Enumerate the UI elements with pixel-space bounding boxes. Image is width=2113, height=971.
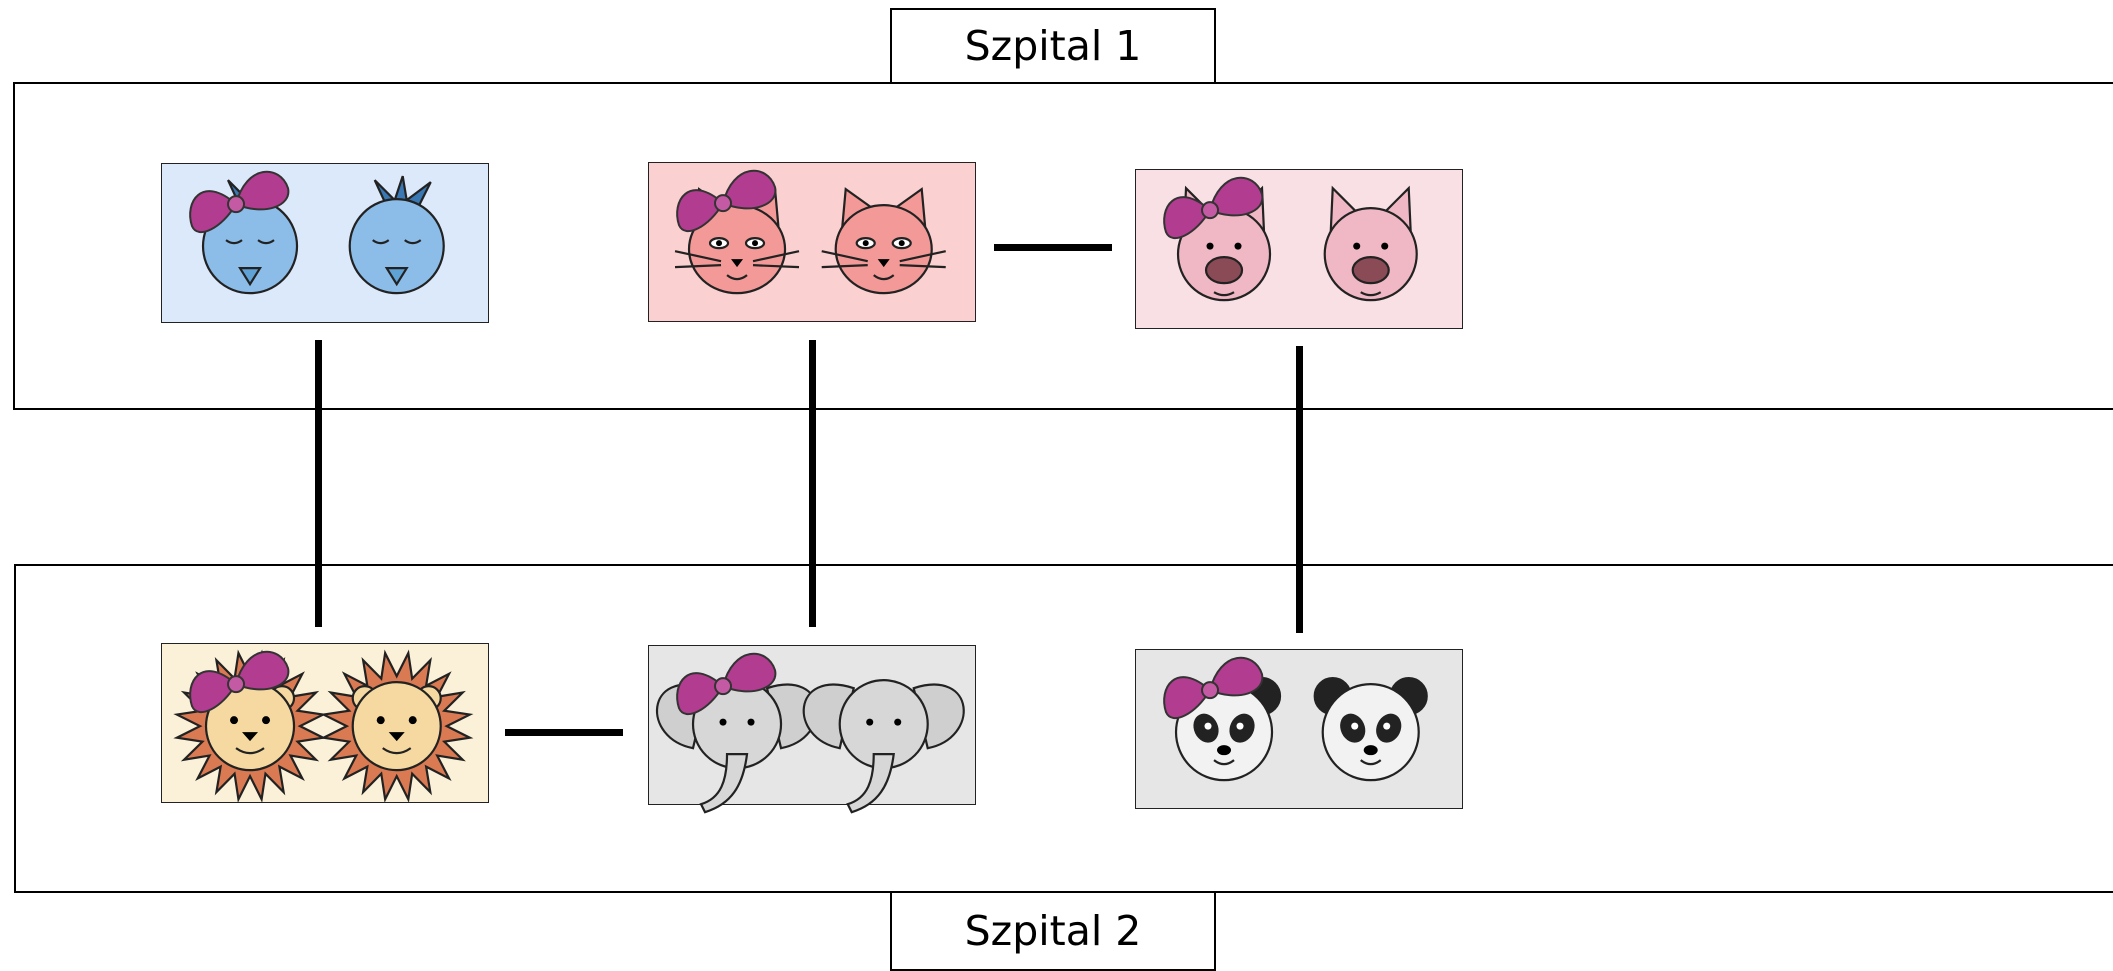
pair-lions — [161, 643, 489, 803]
pair-pigs — [1135, 169, 1463, 329]
lion-icon — [320, 649, 474, 803]
link-cats-pigs — [994, 244, 1112, 251]
link-lions-elephants — [505, 729, 623, 736]
bow-icon — [189, 650, 290, 714]
lion-pair-drawing — [173, 649, 474, 803]
pair-birds — [161, 163, 489, 323]
hospital-2-label-text: Szpital 2 — [964, 907, 1142, 955]
bow-icon — [676, 652, 777, 716]
pair-pandas — [1135, 649, 1463, 809]
elephant-icon — [656, 679, 818, 814]
link-cats-elephants — [809, 340, 816, 627]
hospital-1-label-text: Szpital 1 — [964, 22, 1142, 70]
pig-pair-drawing — [1163, 176, 1418, 302]
pair-cats — [648, 162, 976, 322]
pair-elephants — [648, 645, 976, 814]
pig-icon — [1323, 185, 1418, 302]
link-birds-lions — [315, 340, 322, 627]
link-pigs-pandas — [1296, 346, 1303, 633]
cat-pair-drawing — [674, 169, 946, 295]
panda-pair-drawing — [1163, 656, 1428, 782]
bow-icon — [1163, 176, 1264, 240]
bow-icon — [676, 169, 777, 233]
hospital-1-label: Szpital 1 — [890, 8, 1216, 84]
elephant-pair-drawing — [656, 652, 965, 814]
hospital-1-region — [13, 82, 2113, 410]
bird-icon — [348, 175, 445, 295]
bow-icon — [189, 170, 290, 234]
bird-pair-drawing — [189, 170, 445, 295]
panda-icon — [1313, 677, 1428, 782]
cat-icon — [821, 187, 946, 295]
elephant-icon — [802, 679, 965, 814]
hospital-2-label: Szpital 2 — [890, 891, 1216, 971]
bow-icon — [1163, 656, 1264, 720]
